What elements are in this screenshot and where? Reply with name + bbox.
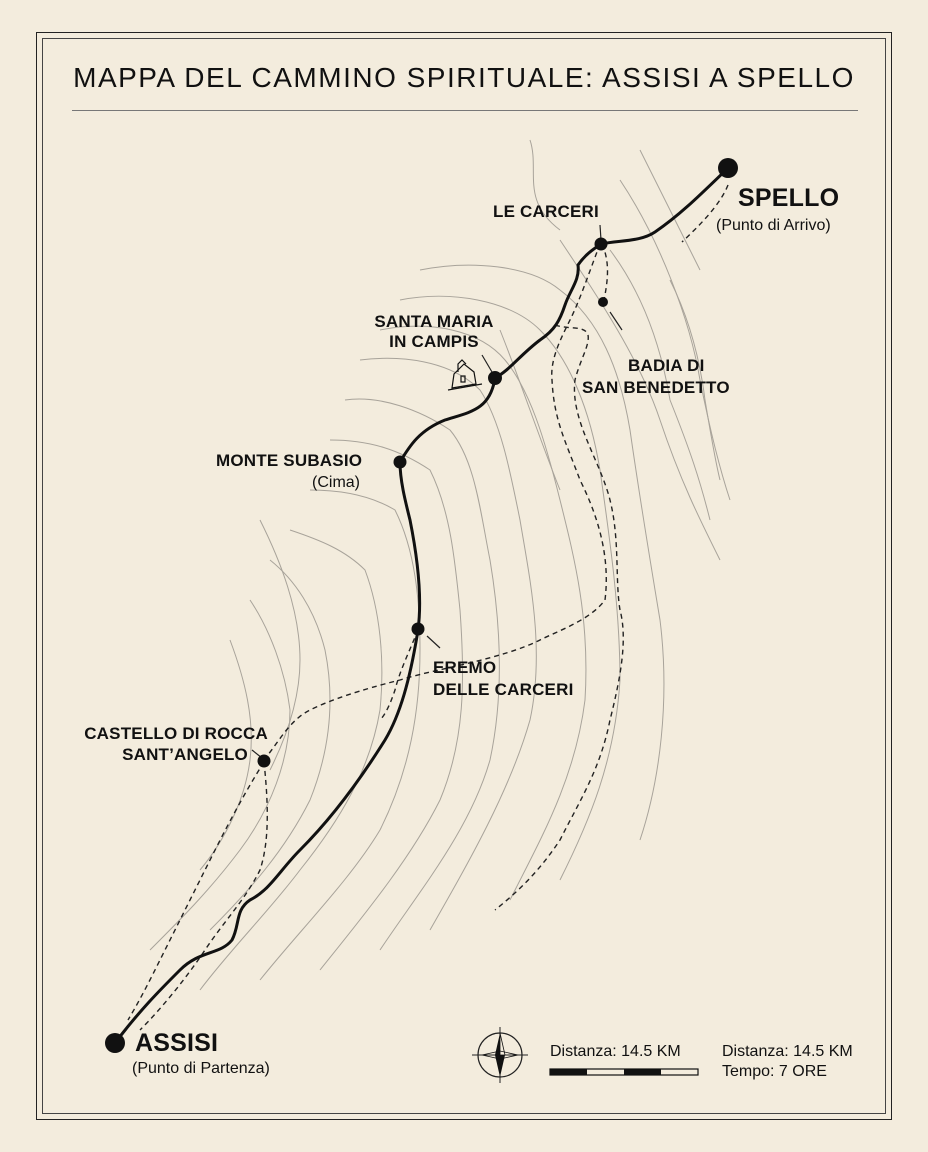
summary-time: Tempo: 7 ORE	[722, 1063, 827, 1080]
scale-bar	[549, 1068, 699, 1076]
marker-santa-maria	[488, 371, 502, 385]
label-assisi: ASSISI	[135, 1029, 219, 1057]
label-castello-line2: SANT’ANGELO	[122, 745, 248, 764]
label-badia-line1: BADIA DI	[628, 356, 705, 375]
marker-badia	[598, 297, 608, 307]
marker-le-carceri	[594, 237, 608, 251]
label-le-carceri: LE CARCERI	[493, 202, 599, 221]
church-icon	[447, 359, 483, 391]
main-route	[113, 166, 730, 1044]
marker-monte-subasio	[393, 455, 407, 469]
label-badia-line2: SAN BENEDETTO	[582, 378, 730, 397]
note-spello: (Punto di Arrivo)	[716, 217, 831, 234]
label-eremo-line2: DELLE CARCERI	[433, 680, 574, 699]
leader-lines	[251, 224, 623, 759]
marker-eremo	[411, 622, 425, 636]
title-divider	[72, 110, 858, 111]
outer-frame	[36, 32, 892, 1120]
summary-distance: Distanza: 14.5 KM	[722, 1043, 853, 1060]
label-santa-maria-line1: SANTA MARIA	[374, 312, 494, 331]
map-title: MAPPA DEL CAMMINO SPIRITUALE: ASSISI A S…	[73, 62, 855, 93]
inner-frame	[42, 38, 886, 1114]
label-eremo-line1: EREMO	[433, 658, 497, 677]
note-assisi: (Punto di Partenza)	[132, 1060, 270, 1077]
contour-lines	[149, 139, 731, 991]
marker-castello	[257, 754, 271, 768]
marker-assisi	[105, 1033, 125, 1053]
marker-spello	[718, 158, 738, 178]
scale-bar-label: Distanza: 14.5 KM	[550, 1043, 681, 1060]
label-monte-subasio: MONTE SUBASIO	[216, 451, 363, 470]
label-spello: SPELLO	[738, 184, 840, 212]
label-santa-maria-line2: IN CAMPIS	[389, 332, 479, 351]
compass-rose-icon	[472, 1027, 528, 1083]
label-castello-line1: CASTELLO DI ROCCA	[84, 724, 268, 743]
note-monte-subasio: (Cima)	[312, 474, 360, 491]
